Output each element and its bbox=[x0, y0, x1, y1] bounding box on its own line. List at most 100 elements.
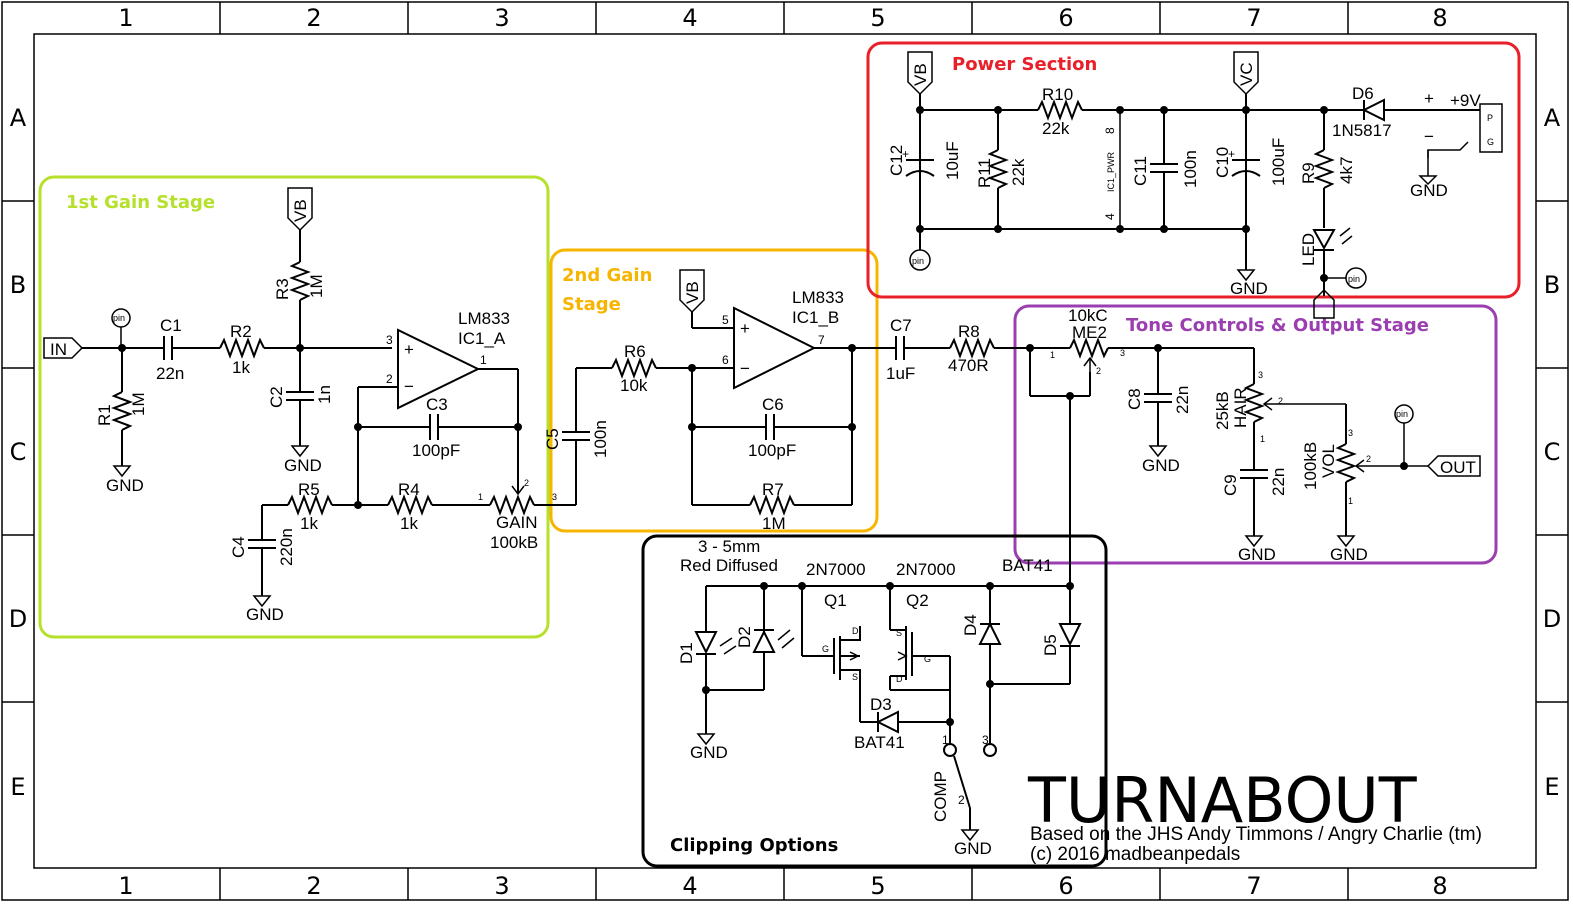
r5-resistor bbox=[287, 494, 333, 516]
c5-ref: C5 bbox=[543, 428, 562, 450]
c10-ref: C10 bbox=[1213, 147, 1232, 178]
c10-value: 100uF bbox=[1269, 138, 1288, 186]
gain-pot bbox=[489, 494, 535, 516]
d5-ref: D5 bbox=[1041, 634, 1060, 656]
gnd-label: GND bbox=[284, 456, 322, 475]
vol-pot bbox=[1335, 443, 1357, 483]
section-title-clip: Clipping Options bbox=[670, 835, 838, 856]
ic1a-part: LM833 bbox=[458, 309, 510, 328]
section-box-gain2 bbox=[549, 248, 879, 533]
gnd-symbol bbox=[1148, 445, 1168, 458]
r6-resistor bbox=[611, 357, 657, 379]
q2-mosfet bbox=[890, 626, 950, 680]
led-note-2: Red Diffused bbox=[680, 556, 778, 575]
gnd-label: GND bbox=[1238, 545, 1276, 564]
r8-value: 470R bbox=[948, 356, 989, 375]
c1-value: 22n bbox=[156, 364, 184, 383]
r4-ref: R4 bbox=[398, 480, 420, 499]
svg-text:1: 1 bbox=[480, 353, 487, 367]
svg-text:−: − bbox=[404, 377, 414, 396]
col-label: 2 bbox=[306, 872, 321, 900]
svg-text:3: 3 bbox=[552, 492, 557, 502]
c6-value: 100pF bbox=[748, 441, 796, 460]
svg-text:2: 2 bbox=[386, 372, 393, 386]
svg-text:3: 3 bbox=[1348, 428, 1353, 438]
gnd-label: GND bbox=[690, 743, 728, 762]
row-label: B bbox=[1544, 271, 1560, 299]
svg-text:7: 7 bbox=[818, 333, 825, 347]
c12-ref: C12 bbox=[887, 145, 906, 176]
r3-value: 1M bbox=[307, 274, 326, 298]
c2-ref: C2 bbox=[267, 386, 286, 408]
svg-text:D: D bbox=[852, 626, 859, 636]
section-title-gain2: 2nd Gain bbox=[562, 265, 652, 286]
svg-text:+: + bbox=[404, 340, 414, 359]
pin-label: pin bbox=[113, 313, 125, 323]
row-label: C bbox=[10, 438, 27, 466]
svg-text:2: 2 bbox=[1278, 396, 1283, 406]
me2-ref: ME2 bbox=[1072, 323, 1107, 342]
vb-label: VB bbox=[291, 199, 310, 222]
svg-text:G: G bbox=[822, 644, 829, 654]
gnd-symbol bbox=[1418, 175, 1438, 186]
r3-resistor bbox=[289, 261, 311, 301]
supply-plus: + bbox=[1424, 89, 1434, 108]
gnd-symbol bbox=[252, 595, 272, 608]
col-label: 5 bbox=[870, 4, 885, 32]
section-title-tone: Tone Controls & Output Stage bbox=[1126, 315, 1429, 336]
d5-part: BAT41 bbox=[1002, 556, 1053, 575]
r11-resistor bbox=[987, 149, 1009, 189]
q1-ref: Q1 bbox=[824, 591, 847, 610]
d4-ref: D4 bbox=[961, 614, 980, 636]
opamp-ic1a bbox=[397, 328, 481, 410]
c2-value: 1n bbox=[315, 385, 334, 404]
hair-ref: HAIR bbox=[1231, 387, 1250, 428]
drawing-subtitle: Based on the JHS Andy Timmons / Angry Ch… bbox=[1030, 824, 1482, 845]
gnd-label: GND bbox=[954, 839, 992, 858]
power-connector bbox=[1479, 103, 1503, 153]
vb-label: VB bbox=[683, 281, 702, 304]
col-label: 6 bbox=[1058, 872, 1073, 900]
col-label: 1 bbox=[118, 4, 133, 32]
c4-ref: C4 bbox=[229, 536, 248, 558]
svg-text:D: D bbox=[896, 674, 903, 684]
d6-value: 1N5817 bbox=[1332, 121, 1392, 140]
r4-value: 1k bbox=[400, 514, 418, 533]
grid-labels: 1 2 3 4 5 6 7 8 1 2 3 4 5 6 7 8 A B C D … bbox=[9, 4, 1561, 900]
d1-ref: D1 bbox=[677, 642, 696, 664]
d6-diode bbox=[1361, 98, 1385, 122]
vb-label: VB bbox=[911, 63, 930, 86]
title-block: TURNABOUT Based on the JHS Andy Timmons … bbox=[1027, 764, 1482, 865]
r6-ref: R6 bbox=[624, 342, 646, 361]
r11-ref: R11 bbox=[975, 158, 994, 188]
gnd-symbol bbox=[696, 733, 716, 746]
gnd-label: GND bbox=[1142, 456, 1180, 475]
c11-ref: C11 bbox=[1131, 156, 1150, 186]
pin-label: pin bbox=[1348, 274, 1360, 284]
r9-value: 4k7 bbox=[1337, 157, 1356, 184]
r2-resistor bbox=[219, 337, 265, 359]
row-label: D bbox=[9, 605, 27, 633]
col-label: 4 bbox=[682, 872, 697, 900]
svg-text:1: 1 bbox=[1050, 350, 1055, 360]
r2-value: 1k bbox=[232, 358, 250, 377]
c8-ref: C8 bbox=[1125, 388, 1144, 410]
led-ref: LED bbox=[1299, 233, 1318, 266]
svg-text:2: 2 bbox=[524, 478, 529, 488]
led-port bbox=[1313, 288, 1335, 319]
gnd-label: GND bbox=[1410, 181, 1448, 200]
gnd-label: GND bbox=[1230, 279, 1268, 298]
col-label: 7 bbox=[1246, 4, 1261, 32]
svg-text:3: 3 bbox=[1258, 370, 1263, 380]
vb-port bbox=[907, 51, 933, 96]
pin-marker bbox=[909, 249, 931, 271]
pin-label: pin bbox=[912, 256, 924, 266]
clipping-section: 3 - 5mm Red Diffused 2N7000 2N7000 BAT41… bbox=[677, 537, 1082, 858]
out-port bbox=[1426, 455, 1481, 477]
r1-resistor bbox=[111, 391, 133, 431]
vb-port bbox=[287, 187, 313, 232]
col-label: 3 bbox=[494, 872, 509, 900]
col-label: 3 bbox=[494, 4, 509, 32]
section-box-clip bbox=[641, 534, 1108, 868]
svg-text:1: 1 bbox=[1348, 496, 1353, 506]
